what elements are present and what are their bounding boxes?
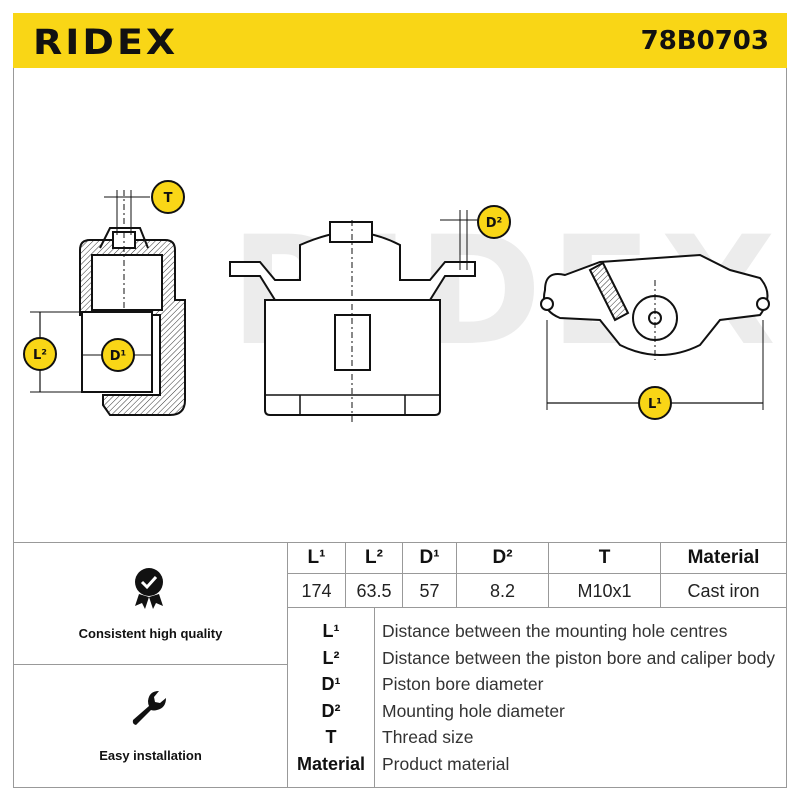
spec-col-div-5 xyxy=(660,542,661,607)
legend-key-l1: L¹ xyxy=(322,621,340,641)
badge-l1-label: L¹ xyxy=(648,397,662,412)
badge-l2-label: L² xyxy=(33,348,47,363)
legend-desc-d2: Mounting hole diameter xyxy=(382,701,565,721)
spec-value-d2: 8.2 xyxy=(489,581,516,601)
quality-badge-icon xyxy=(135,568,163,609)
legend-key-l2: L² xyxy=(322,648,340,668)
spec-value-t: M10x1 xyxy=(577,581,632,601)
legend-key-t: T xyxy=(325,727,337,747)
legend-desc-material: Product material xyxy=(382,754,510,774)
badge-d1: D¹ xyxy=(101,338,135,372)
spec-header-l2: L² xyxy=(365,547,383,568)
spec-header-material: Material xyxy=(687,547,760,568)
legend-desc-t: Thread size xyxy=(382,727,474,747)
wrench-icon xyxy=(132,691,166,725)
spec-header-t: T xyxy=(598,547,611,568)
badge-d2: D² xyxy=(477,205,511,239)
legend-desc-l1: Distance between the mounting hole centr… xyxy=(382,621,728,641)
badge-d1-label: D¹ xyxy=(110,349,127,364)
features-split xyxy=(13,664,287,665)
spec-table-bottom xyxy=(287,607,787,608)
badge-l1: L¹ xyxy=(638,386,672,420)
spec-value-l2: 63.5 xyxy=(356,581,392,601)
caliper-top-view xyxy=(540,253,770,410)
legend-desc-d1: Piston bore diameter xyxy=(382,674,544,694)
spec-col-div-4 xyxy=(548,542,549,607)
spec-col-div-1 xyxy=(345,542,346,607)
legend-desc-l2: Distance between the piston bore and cal… xyxy=(382,648,776,668)
legend-key-d2: D² xyxy=(321,701,341,721)
feature-quality-label: Consistent high quality xyxy=(78,626,223,641)
part-number: 78B0703 xyxy=(640,26,769,56)
badge-t: T xyxy=(151,180,185,214)
spec-value-material: Cast iron xyxy=(687,581,760,601)
header-bar: RIDEX 78B0703 xyxy=(13,13,787,68)
badge-t-label: T xyxy=(164,191,173,206)
caliper-front-view xyxy=(229,210,485,425)
section-divider-top xyxy=(13,542,787,543)
technical-drawings: T D² L² D¹ L¹ xyxy=(23,180,770,425)
features-divider xyxy=(287,542,288,787)
drawing-frame xyxy=(13,68,787,542)
brand-logo: RIDEX xyxy=(33,22,179,63)
frame-right xyxy=(786,542,787,787)
spec-value-d1: 57 xyxy=(419,581,440,601)
badge-l2: L² xyxy=(23,337,57,371)
feature-installation-label: Easy installation xyxy=(99,748,202,763)
spec-header-d1: D¹ xyxy=(419,547,440,568)
spec-value-l1: 174 xyxy=(301,581,332,601)
spec-header-d2: D² xyxy=(492,547,513,568)
section-divider-bottom xyxy=(13,787,787,788)
spec-col-div-3 xyxy=(456,542,457,607)
caliper-section-view xyxy=(30,190,186,416)
spec-row-divider xyxy=(287,573,787,574)
spec-header-l1: L¹ xyxy=(307,547,326,568)
legend-divider xyxy=(374,607,375,787)
badge-d2-label: D² xyxy=(486,216,503,231)
legend-key-material: Material xyxy=(296,754,366,774)
spec-col-div-2 xyxy=(402,542,403,607)
legend-key-d1: D¹ xyxy=(321,674,341,694)
